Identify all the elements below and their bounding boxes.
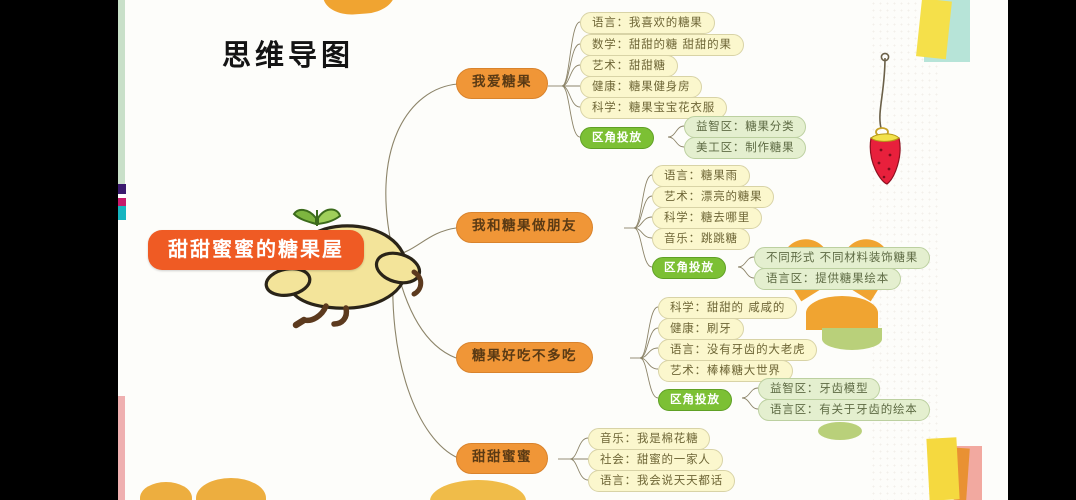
leaf-node-4-1[interactable]: 音乐：我是棉花糖 (588, 428, 711, 450)
leaf-node-3-1[interactable]: 科学：甜甜的 咸咸的 (658, 297, 798, 319)
zone-leaf-2-1[interactable]: 不同形式 不同材料装饰糖果 (754, 247, 931, 269)
letterbox-left (0, 0, 118, 500)
leaf-node-2-3[interactable]: 科学：糖去哪里 (652, 207, 763, 229)
letterbox-right (1008, 0, 1076, 500)
leaf-node-2-1[interactable]: 语言：糖果雨 (652, 165, 750, 187)
zone-node-1[interactable]: 区角投放 (580, 127, 654, 149)
branch-node-1[interactable]: 我爱糖果 (456, 68, 548, 99)
leaf-node-3-3[interactable]: 语言：没有牙齿的大老虎 (658, 339, 818, 361)
decor-blob-orange-bottom-left-2 (196, 478, 266, 500)
page-title: 思维导图 (222, 38, 355, 72)
leaf-node-2-2[interactable]: 艺术：漂亮的糖果 (652, 186, 775, 208)
leaf-node-1-2[interactable]: 数学：甜甜的糖 甜甜的果 (580, 34, 744, 56)
leaf-node-3-4[interactable]: 艺术：棒棒糖大世界 (658, 360, 793, 382)
zone-node-3[interactable]: 区角投放 (658, 389, 732, 411)
decor-strip-green-top-left (118, 0, 125, 186)
decor-blob-orange-right (806, 296, 878, 330)
leaf-node-3-2[interactable]: 健康：刷牙 (658, 318, 744, 340)
branch-node-2[interactable]: 我和糖果做朋友 (456, 212, 593, 243)
decor-strip-cmyk (118, 184, 126, 220)
leaf-node-2-4[interactable]: 音乐：跳跳糖 (652, 228, 750, 250)
zone-leaf-2-2[interactable]: 语言区：提供糖果绘本 (754, 268, 901, 290)
zone-node-2[interactable]: 区角投放 (652, 257, 726, 279)
root-node[interactable]: 甜甜蜜蜜的糖果屋 (148, 230, 364, 270)
decor-blob-yellow-bottom (430, 480, 526, 500)
decor-blob-green-right (822, 328, 882, 350)
branch-node-4[interactable]: 甜甜蜜蜜 (456, 443, 548, 474)
decor-blob-orange-bottom-left-1 (140, 482, 192, 500)
zone-leaf-1-2[interactable]: 美工区：制作糖果 (684, 137, 807, 159)
zone-leaf-1-1[interactable]: 益智区：糖果分类 (684, 116, 807, 138)
zone-leaf-3-1[interactable]: 益智区：牙齿模型 (758, 378, 881, 400)
zone-leaf-3-2[interactable]: 语言区：有关于牙齿的绘本 (758, 399, 930, 421)
leaf-node-4-2[interactable]: 社会：甜蜜的一家人 (588, 449, 723, 471)
branch-node-3[interactable]: 糖果好吃不多吃 (456, 342, 593, 373)
leaf-node-1-3[interactable]: 艺术：甜甜糖 (580, 55, 678, 77)
decor-strip-pink-bottom-left (118, 396, 125, 500)
mindmap-slide: 思维导图 甜甜蜜蜜的糖果屋 我爱糖果 语言：我喜欢的糖果 数学：甜甜的糖 甜甜的… (118, 0, 1008, 500)
leaf-node-1-1[interactable]: 语言：我喜欢的糖果 (580, 12, 715, 34)
strawberry-decoration (855, 52, 925, 192)
leaf-node-1-4[interactable]: 健康：糖果健身房 (580, 76, 703, 98)
leaf-node-1-5[interactable]: 科学：糖果宝宝花衣服 (580, 97, 727, 119)
leaf-node-4-3[interactable]: 语言：我会说天天都话 (588, 470, 735, 492)
decor-blob-green-bottom-right (818, 422, 862, 440)
